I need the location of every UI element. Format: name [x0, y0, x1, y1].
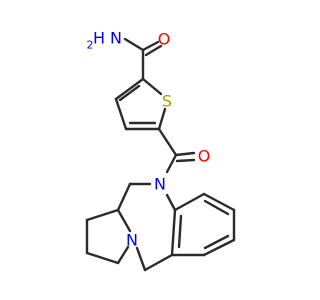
bond-pyrrolidine-ch-ch2 [85, 208, 120, 222]
bond-benzene-2-3-double [203, 199, 230, 216]
molecule-drawing: N H 2 O S O N N [85, 28, 236, 272]
bond-carbonyl-n [165, 153, 178, 174]
thiophene-sulfur-label: S [162, 92, 172, 111]
amide-hydrogen-label: H [93, 29, 105, 48]
bond-benzyl-ch2-aryl [143, 253, 174, 272]
bond-ch2-ch [116, 182, 132, 212]
bond-benzene-6-1-double [177, 214, 183, 249]
bond-thiophene-c5-s [157, 107, 167, 131]
bond-pyrrolidine-ch2-n [116, 245, 130, 265]
ketone-oxygen-label: O [198, 147, 211, 166]
diazepine-aryl-nitrogen-label: N [154, 175, 166, 194]
bond-benzene-4-5 [202, 238, 236, 257]
bond-thiophene-c2-c3 [114, 77, 145, 101]
bond-thiophene-c2-c3-double [118, 84, 141, 102]
bond-ch-n-pyrrolidine [116, 208, 132, 233]
bond-benzene-2-3 [202, 192, 236, 212]
diazepine-pyrrolidine-nitrogen-label: N [126, 231, 138, 250]
bond-carbonyl-o [174, 151, 196, 157]
amide-hydrogen-count-label: 2 [87, 39, 94, 52]
bond-benzene-4-5-double [203, 234, 230, 250]
amide-nitrogen-label: N [110, 29, 122, 48]
bond-amide-c-o [141, 40, 160, 52]
bond-thiophene-c3-c4 [114, 97, 128, 131]
structure-svg: N H 2 O S O N N [85, 29, 236, 272]
bond-thiophene-s-c2 [141, 77, 163, 96]
bond-pyrrolidine-ch2-ch2b [85, 251, 120, 265]
bond-benzene-6-1 [170, 208, 177, 257]
bond-benzene-1-2 [173, 192, 206, 212]
bond-n-ch2-benzyl [135, 246, 147, 272]
bond-amide-c-o-double [144, 44, 163, 57]
bond-carbonyl-o-double [175, 158, 196, 163]
bond-thiophene-carbonyl [157, 127, 178, 157]
amide-oxygen-label: O [158, 30, 171, 49]
bond-amide-n-c [123, 37, 145, 52]
bond-n-aryl [165, 193, 177, 212]
